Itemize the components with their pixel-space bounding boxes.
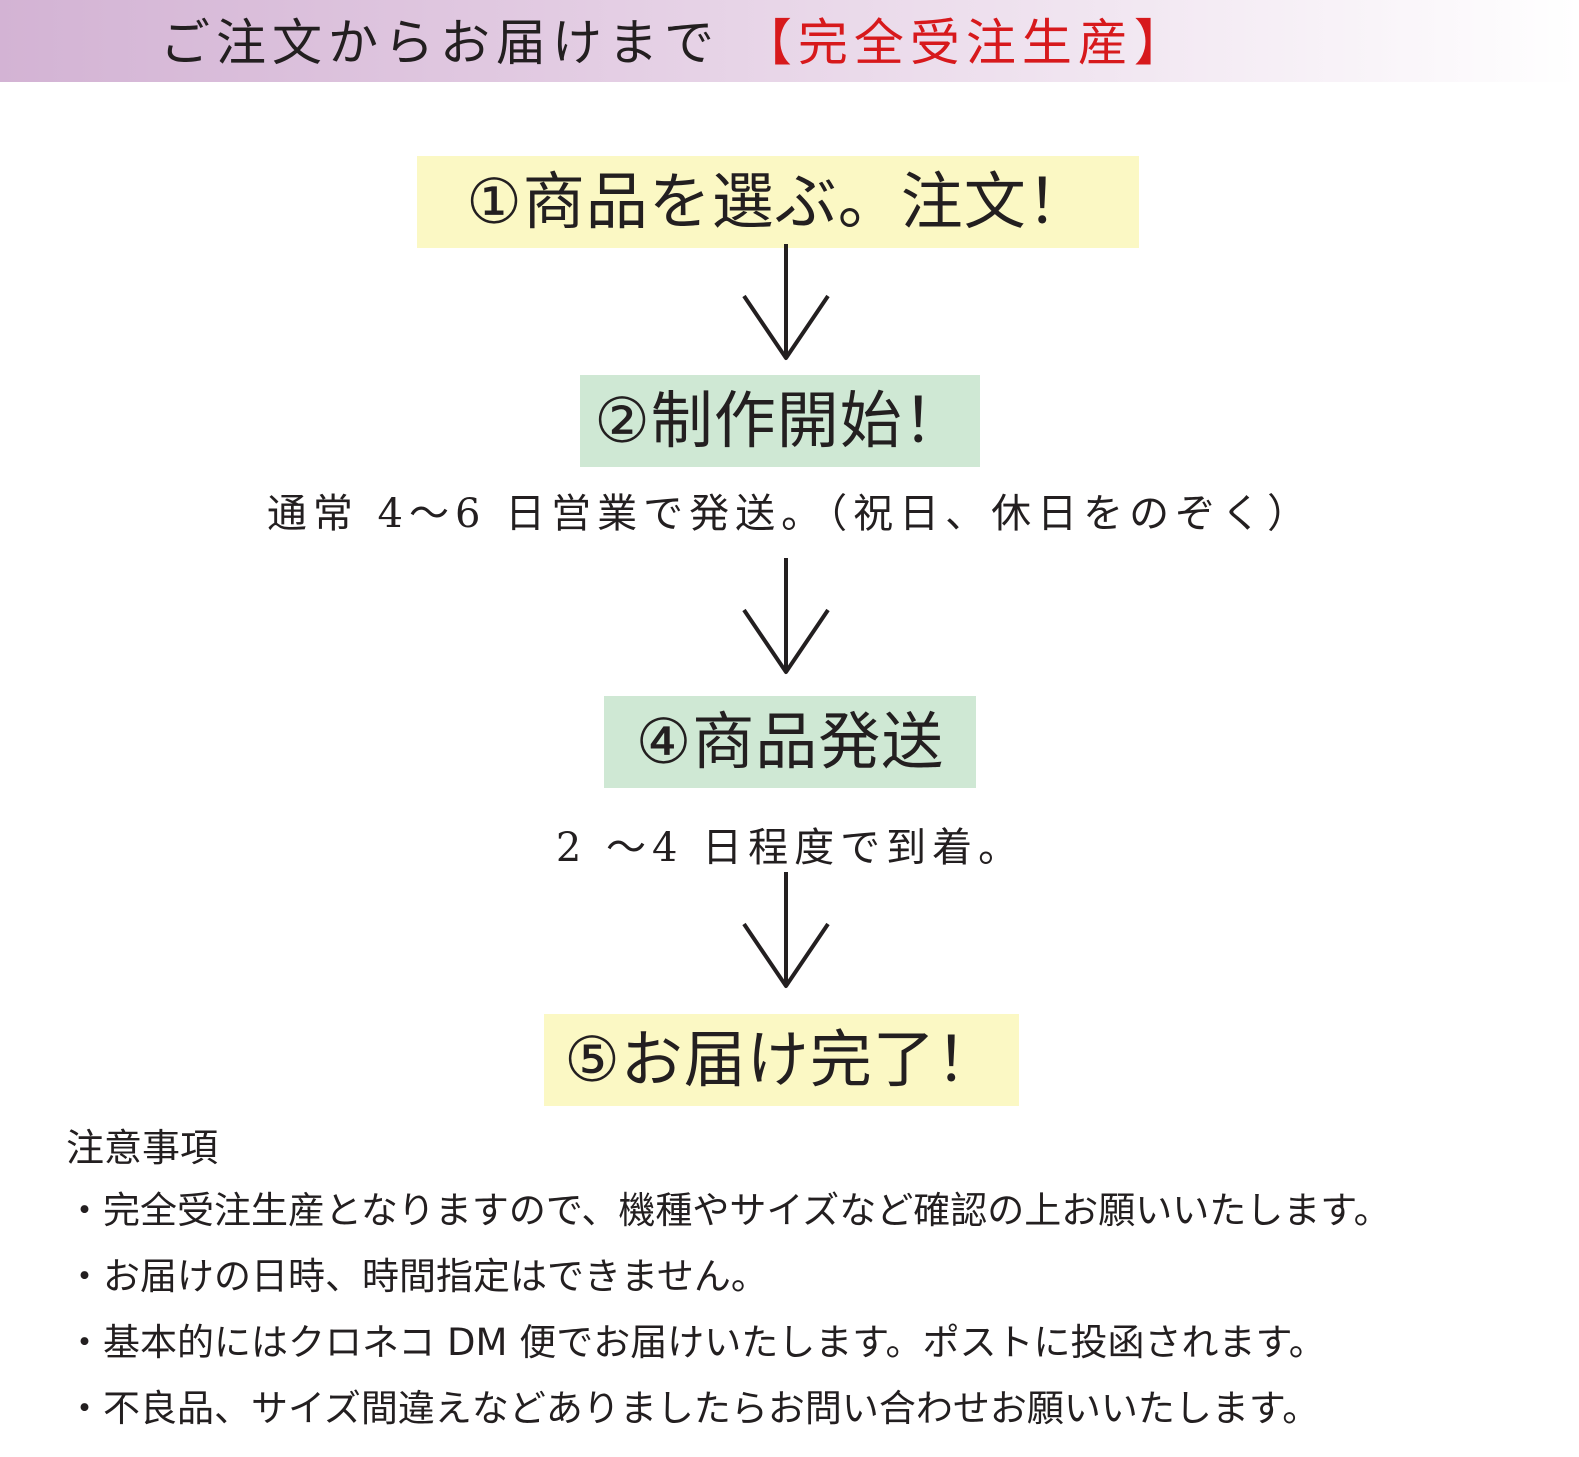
page-title-text: ご注文からお届けまで (160, 14, 720, 72)
list-item: ・基本的にはクロネコ DM 便でお届けいたします。ポストに投函されます。 (66, 1321, 1326, 1364)
list-item: ・不良品、サイズ間違えなどありましたらお問い合わせお願いいたします。 (66, 1387, 1320, 1430)
page-title: ご注文からお届けまで 【完全受注生産】 (160, 8, 1190, 78)
list-item: ・完全受注生産となりますので、機種やサイズなど確認の上お願いいたします。 (66, 1189, 1391, 1232)
list-item: ・お届けの日時、時間指定はできません。 (66, 1255, 768, 1298)
step-shipping: ④商品発送 (604, 696, 976, 788)
step-shipping-note: 2 〜4 日程度で到着。 (555, 825, 1025, 871)
arrow-down-icon (742, 872, 830, 988)
header-banner (0, 0, 1579, 82)
step-order: ①商品を選ぶ。注文！ (417, 156, 1139, 248)
arrow-down-icon (742, 244, 830, 360)
arrow-down-icon (742, 558, 830, 674)
step-production-start: ②制作開始！ (580, 375, 980, 467)
page-title-accent: 【完全受注生産】 (741, 14, 1190, 72)
step-delivery-complete: ⑤お届け完了！ (544, 1014, 1019, 1106)
notes-list: ・完全受注生産となりますので、機種やサイズなど確認の上お願いいたします。 ・お届… (66, 1178, 1566, 1442)
step-production-note: 通常 4〜6 日営業で発送。（祝日、休日をのぞく） (266, 491, 1314, 537)
notes-section: 注意事項 ・完全受注生産となりますので、機種やサイズなど確認の上お願いいたします… (66, 1118, 1566, 1442)
notes-heading: 注意事項 (66, 1126, 219, 1170)
